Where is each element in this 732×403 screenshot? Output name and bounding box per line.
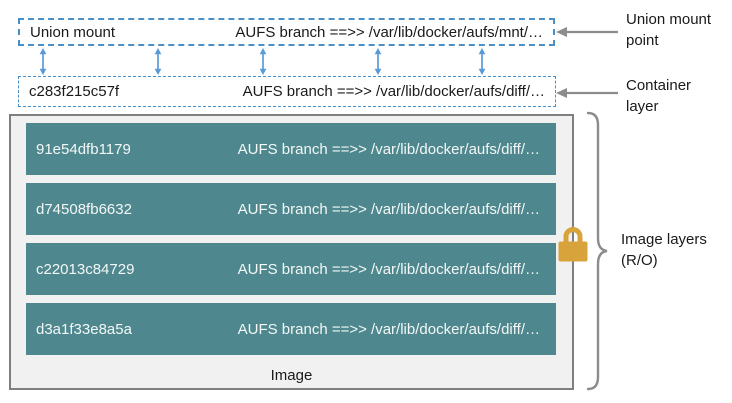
curly-brace [586,111,608,391]
left-arrow-icon [556,88,618,98]
lock-icon [558,227,588,262]
double-arrow-icon [259,48,267,75]
left-arrow-icon [556,27,618,37]
image-layer-row: c22013c84729 AUFS branch ==>> /var/lib/d… [26,243,556,295]
union-mount-box: Union mount AUFS branch ==>> /var/lib/do… [18,18,555,46]
layer-branch-path: AUFS branch ==>> /var/lib/docker/aufs/di… [237,140,540,158]
double-arrow-icon [39,48,47,75]
union-mount-label: Union mount [30,23,116,41]
container-layer-box: c283f215c57f AUFS branch ==>> /var/lib/d… [18,76,556,107]
layer-branch-path: AUFS branch ==>> /var/lib/docker/aufs/di… [237,260,540,278]
double-arrow-icon [374,48,382,75]
layer-id: 91e54dfb1179 [36,140,131,158]
double-arrow-icon [478,48,486,75]
layer-id: d3a1f33e8a5a [36,320,132,338]
container-layer-id: c283f215c57f [29,83,120,100]
layer-branch-path: AUFS branch ==>> /var/lib/docker/aufs/di… [237,200,540,218]
annotation-container-layer: Container layer [626,77,692,115]
image-layer-row: d3a1f33e8a5a AUFS branch ==>> /var/lib/d… [26,303,556,355]
container-layer-branch-path: AUFS branch ==>> /var/lib/docker/aufs/di… [242,83,545,100]
layer-id: c22013c84729 [36,260,135,278]
layer-id: d74508fb6632 [36,200,132,218]
union-mount-branch-path: AUFS branch ==>> /var/lib/docker/aufs/mn… [235,23,543,41]
layer-branch-path: AUFS branch ==>> /var/lib/docker/aufs/di… [237,320,540,338]
double-arrow-icon [154,48,162,75]
image-layer-row: d74508fb6632 AUFS branch ==>> /var/lib/d… [26,183,556,235]
annotation-image-layers: Image layers (R/O) [621,231,707,269]
image-caption: Image [270,367,313,384]
image-box: 91e54dfb1179 AUFS branch ==>> /var/lib/d… [9,114,574,390]
image-layer-row: 91e54dfb1179 AUFS branch ==>> /var/lib/d… [26,123,556,175]
annotation-union-mount-point: Union mount point [626,11,712,49]
